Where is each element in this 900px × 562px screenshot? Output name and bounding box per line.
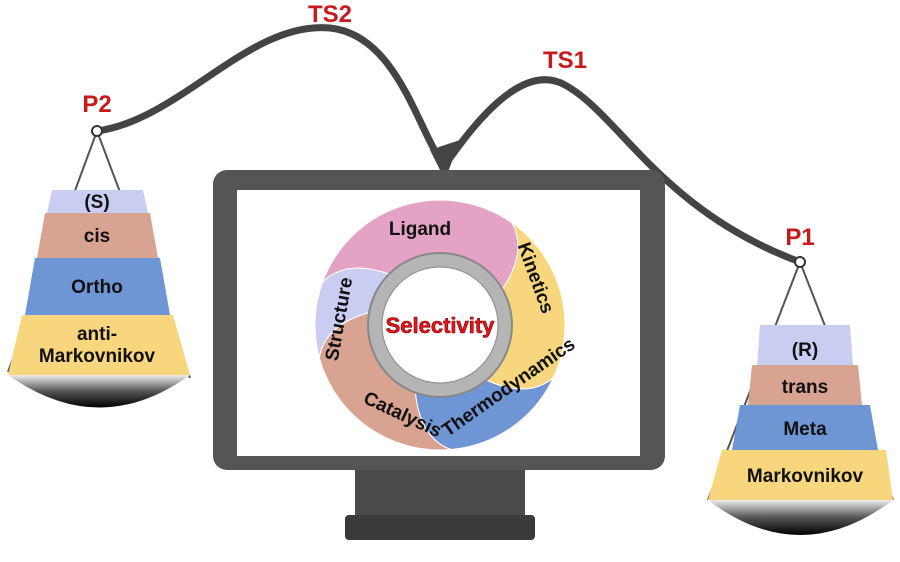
left-scale-pan: (S) cis Ortho anti- Markovnikov: [7, 125, 191, 408]
left-layer-cis: cis: [84, 226, 110, 247]
arrow-head-icon: [430, 140, 460, 180]
ts1-label: TS1: [543, 47, 587, 74]
right-scale-pan: (R) trans Meta Markovnikov: [707, 256, 894, 535]
p1-label: P1: [785, 224, 814, 251]
left-layer-s: (S): [84, 192, 109, 213]
selectivity-label: Selectivity: [386, 313, 496, 338]
right-layer-r: (R): [792, 340, 818, 361]
factor-wheel: [314, 199, 566, 451]
right-layer-markovnikov: Markovnikov: [747, 466, 864, 487]
left-layer-markovnikov: Markovnikov: [39, 346, 156, 367]
ts2-label: TS2: [308, 1, 352, 28]
right-layer-meta: Meta: [783, 419, 827, 440]
right-layer-trans: trans: [782, 377, 828, 398]
p2-label: P2: [82, 91, 111, 118]
left-layer-ortho: Ortho: [71, 277, 123, 298]
left-layer-anti: anti-: [77, 324, 117, 345]
wheel-label-ligand: Ligand: [389, 219, 451, 240]
